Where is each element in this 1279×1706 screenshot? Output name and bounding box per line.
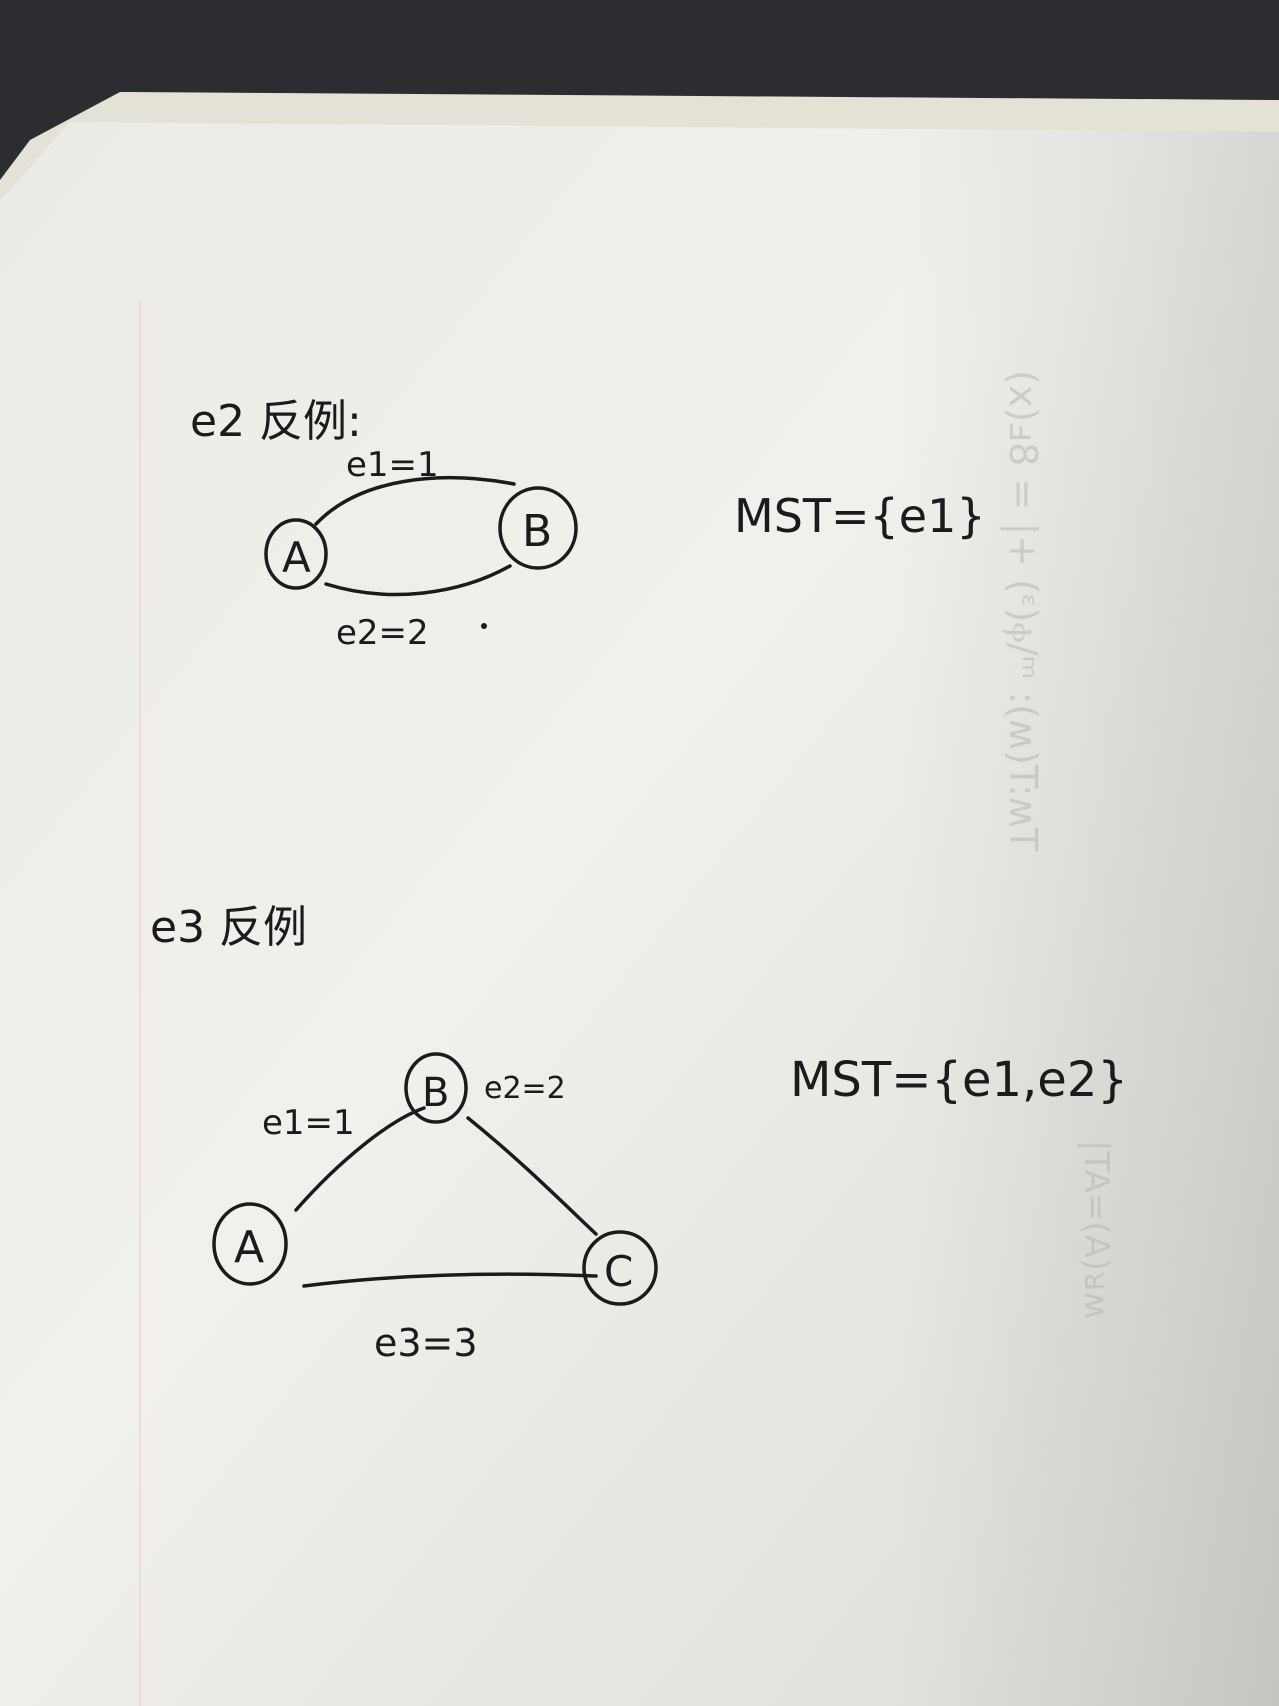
- node-c-circle: [582, 1230, 658, 1306]
- bleed-through-text: (x)ⅎ8 = |+ (ᵋ)ⲫ/ᵐ :(ʍ)T:ʍT: [1000, 370, 1045, 852]
- node-b-circle: [498, 486, 578, 570]
- counterexample-2: e3 反例 A B C e1=1 e2=2 e3=3 MST={e1,e2}: [150, 902, 1128, 1365]
- edge-e2-label: e2=2: [336, 613, 429, 653]
- edge-e3-label: e3=3: [374, 1321, 478, 1365]
- node-b-label: B: [422, 1070, 449, 1116]
- section1-heading: e2 反例:: [190, 396, 362, 447]
- mst-result-1: MST={e1}: [734, 489, 986, 543]
- node-a-circle: [212, 1202, 288, 1286]
- node-a-label: A: [234, 1222, 264, 1273]
- edge-e3: [302, 1272, 598, 1288]
- node-a-circle: [264, 518, 328, 590]
- svg-text:(x)ⅎ8 = |+ (ᵋ)ⲫ/ᵐ :(ʍ)T:ʍT: (x)ⅎ8 = |+ (ᵋ)ⲫ/ᵐ :(ʍ)T:ʍT: [1000, 370, 1045, 852]
- node-b-circle: [404, 1052, 468, 1124]
- node-a-label: A: [282, 533, 311, 582]
- edge-e2: [324, 564, 512, 597]
- edge-e2: [466, 1116, 598, 1236]
- svg-text:|TA=(A)ᴚʍ: |TA=(A)ᴚʍ: [1076, 1140, 1116, 1319]
- node-c-label: C: [604, 1247, 633, 1296]
- counterexample-1: e2 反例: A B e1=1 e2=2 MST={e1}: [190, 396, 986, 653]
- mst-result-2: MST={e1,e2}: [790, 1052, 1128, 1108]
- section2-heading: e3 反例: [150, 902, 307, 953]
- edge-e1: [294, 1106, 426, 1212]
- node-b-label: B: [522, 506, 552, 557]
- edge-e1-label: e1=1: [346, 445, 439, 485]
- edge-e1-label: e1=1: [262, 1103, 355, 1143]
- edge-e2-label: e2=2: [484, 1071, 566, 1106]
- edge-e1: [314, 476, 516, 526]
